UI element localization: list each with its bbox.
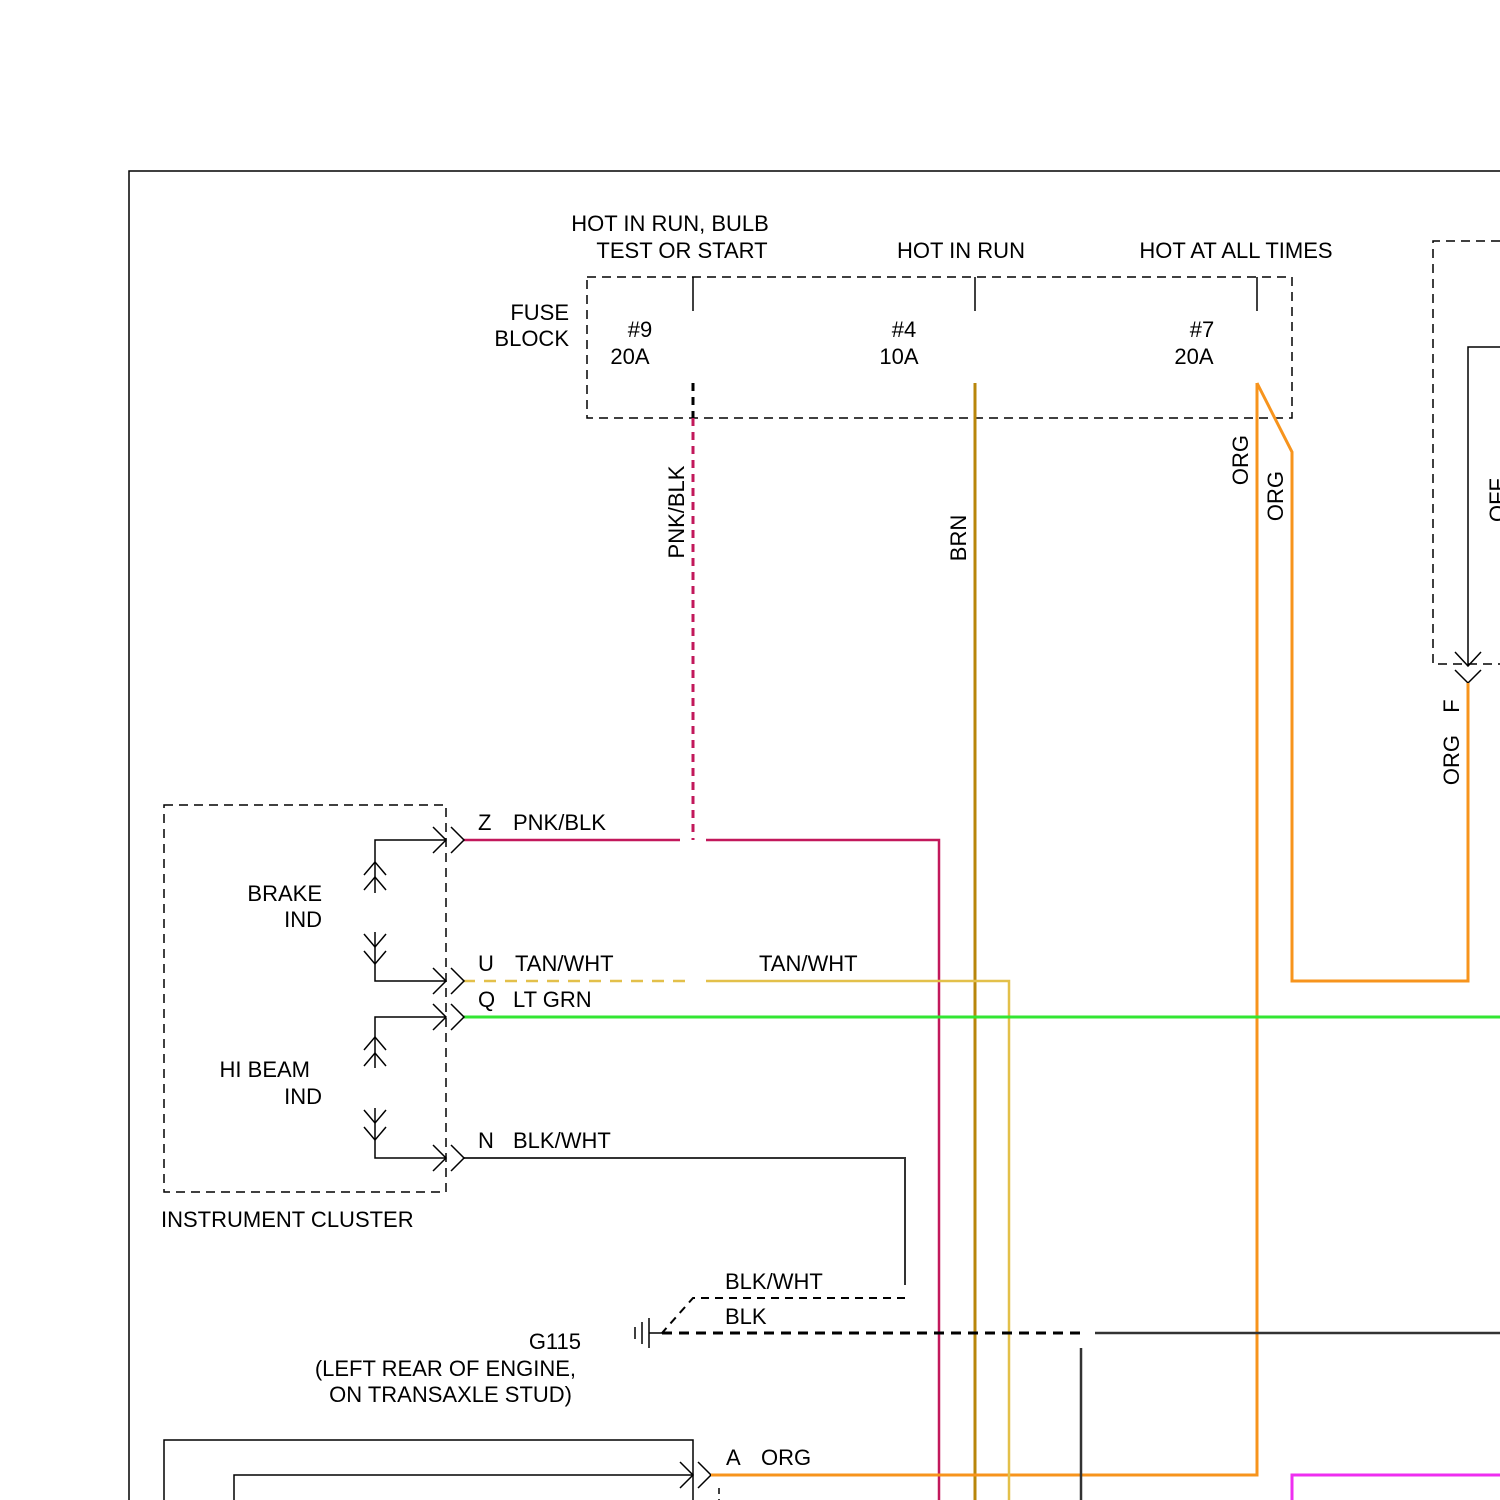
- right-component-box: [1433, 241, 1500, 664]
- tan-wht-continued-label: TAN/WHT: [759, 951, 858, 976]
- wire-label-brn: BRN: [946, 515, 971, 561]
- wire-label-pnk-blk-vertical: PNK/BLK: [664, 465, 689, 558]
- bottom-connector-female: [698, 1462, 711, 1488]
- pin-q-wire-label: LT GRN: [513, 987, 592, 1012]
- ground-symbol-icon: [635, 1318, 662, 1348]
- ground-location-line2: ON TRANSAXLE STUD): [329, 1382, 572, 1407]
- wire-blk-wht-dashed: [662, 1298, 905, 1333]
- pin-n-label: N: [478, 1128, 494, 1153]
- pin-z-wire-label: PNK/BLK: [513, 810, 606, 835]
- instrument-cluster-label: INSTRUMENT CLUSTER: [161, 1207, 414, 1232]
- wire-org-branch: [1257, 383, 1468, 981]
- hi-beam-ind-label-line1: HI BEAM: [220, 1057, 310, 1082]
- cluster-connectors: [433, 827, 464, 1171]
- pin-a-label: A: [726, 1445, 741, 1470]
- pin-n-wire-label: BLK/WHT: [513, 1128, 611, 1153]
- ground-wire-blk-label: BLK: [725, 1304, 767, 1329]
- bottom-component-lead: [234, 1475, 693, 1500]
- diagram-frame: [129, 171, 1500, 1500]
- wire-blk-wht: [463, 1158, 905, 1285]
- pin-label-f: F: [1439, 699, 1464, 712]
- fuse-block-label-line2: BLOCK: [494, 326, 569, 351]
- right-connector-female-arrow: [1455, 670, 1481, 683]
- fuse-9-heading-line1: HOT IN RUN, BULB: [571, 211, 769, 236]
- pin-u-label: U: [478, 951, 494, 976]
- fuse-block-label-line1: FUSE: [510, 300, 569, 325]
- fuse-7-rating: 20A: [1174, 344, 1213, 369]
- fuse-4-rating: 10A: [879, 344, 918, 369]
- pin-z-label: Z: [478, 810, 491, 835]
- fuse-9-rating: 20A: [610, 344, 649, 369]
- fuse-7-number: #7: [1190, 317, 1214, 342]
- pin-a-wire-label: ORG: [761, 1445, 811, 1470]
- pin-q-label: Q: [478, 987, 495, 1012]
- fuse-9-heading-line2: TEST OR START: [596, 238, 767, 263]
- wire-tan-wht-solid: [706, 981, 1009, 1500]
- ground-wire-blk-wht-label: BLK/WHT: [725, 1269, 823, 1294]
- bottom-component-box: [164, 1440, 693, 1500]
- fuse-9-number: #9: [628, 317, 652, 342]
- pin-u-wire-label: TAN/WHT: [515, 951, 614, 976]
- ground-location-line1: (LEFT REAR OF ENGINE,: [315, 1356, 576, 1381]
- right-edge-cutoff-label: OFF: [1485, 478, 1500, 522]
- hi-beam-ind-label-line2: IND: [284, 1084, 322, 1109]
- wire-magenta: [1292, 1475, 1500, 1500]
- fuse-7-heading: HOT AT ALL TIMES: [1139, 238, 1332, 263]
- wire-label-org-a: ORG: [1228, 435, 1253, 485]
- fuse-4-number: #4: [892, 317, 916, 342]
- wire-label-org-right: ORG: [1439, 735, 1464, 785]
- wire-label-org-b: ORG: [1263, 471, 1288, 521]
- hi-beam-indicator-leads: [364, 1017, 446, 1158]
- wire-org-main: [711, 383, 1257, 1475]
- brake-ind-label-line2: IND: [284, 907, 322, 932]
- fuse-4-heading: HOT IN RUN: [897, 238, 1025, 263]
- brake-indicator-leads: [364, 840, 446, 981]
- brake-ind-label-line1: BRAKE: [247, 881, 322, 906]
- ground-id-label: G115: [529, 1329, 581, 1354]
- instrument-cluster-box: [164, 805, 446, 1192]
